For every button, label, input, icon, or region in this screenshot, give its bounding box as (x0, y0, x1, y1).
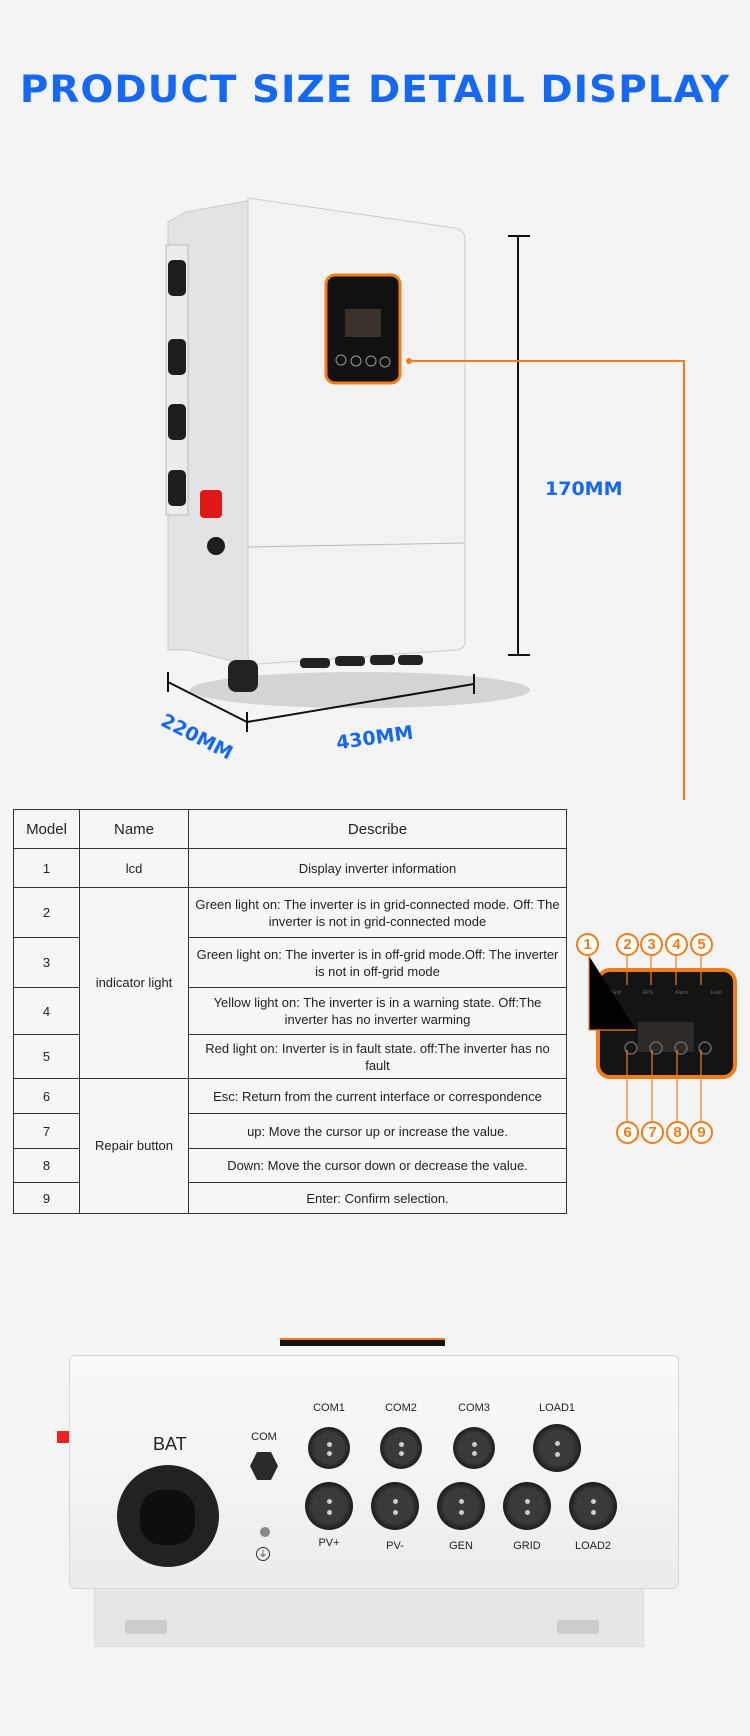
callout-6: 6 (616, 1121, 639, 1144)
height-dimension: 170MM (545, 478, 623, 500)
port-label-pv-plus: PV+ (318, 1537, 340, 1549)
top-lcd-edge (280, 1338, 445, 1346)
ground-icon: ⏚ (256, 1547, 270, 1561)
port-label-grid: GRID (513, 1540, 541, 1552)
cell-describe: Esc: Return from the current interface o… (188, 1078, 567, 1114)
port-label-gen: GEN (449, 1540, 473, 1552)
header-name: Name (79, 809, 189, 849)
cell-describe: Yellow light on: The inverter is in a wa… (188, 987, 567, 1035)
table-row: 8 Down: Move the cursor down or decrease … (13, 1148, 567, 1183)
port-label-com1: COM1 (313, 1402, 345, 1414)
cell-model: 4 (13, 987, 80, 1035)
cell-model: 1 (13, 848, 80, 888)
com1-port (308, 1427, 350, 1469)
lcd-screen (638, 1022, 694, 1052)
indicator-alarm: Alarm (675, 990, 689, 996)
header-describe: Describe (188, 809, 567, 849)
cell-model: 5 (13, 1034, 80, 1079)
pv-plus-port (305, 1482, 353, 1530)
cell-name: lcd (79, 848, 189, 888)
header-model: Model (13, 809, 80, 849)
port-label-load2: LOAD2 (574, 1540, 612, 1552)
switch-edge (57, 1431, 69, 1443)
callout-3: 3 (640, 933, 663, 956)
com3-port (453, 1427, 495, 1469)
cell-describe: Display inverter information (188, 848, 567, 888)
cell-describe: Red light on: Inverter is in fault state… (188, 1034, 567, 1079)
cell-describe: up: Move the cursor up or increase the v… (188, 1113, 567, 1149)
inverter-illustration (165, 197, 685, 800)
bat-port-opening (140, 1490, 195, 1545)
cell-model: 2 (13, 887, 80, 938)
load2-port (569, 1482, 617, 1530)
callout-9: 9 (690, 1121, 713, 1144)
ground-point (258, 1525, 272, 1539)
cell-model: 6 (13, 1078, 80, 1114)
load1-port (533, 1424, 581, 1472)
bottom-cover (94, 1585, 644, 1647)
callout-5: 5 (690, 933, 713, 956)
table-row: 7 up: Move the cursor up or increase the … (13, 1113, 567, 1149)
cell-model: 8 (13, 1148, 80, 1183)
cell-describe: Green light on: The inverter is in grid-… (188, 887, 567, 938)
port-label-com2: COM2 (385, 1402, 417, 1414)
callout-4: 4 (665, 933, 688, 956)
cell-model: 7 (13, 1113, 80, 1149)
grid-port (503, 1482, 551, 1530)
callout-8: 8 (666, 1121, 689, 1144)
cell-name: Repair button (79, 1078, 189, 1214)
gen-port (437, 1482, 485, 1530)
mounting-foot (125, 1620, 167, 1634)
cell-describe: Green light on: The inverter is in off-g… (188, 937, 567, 988)
callout-2: 2 (616, 933, 639, 956)
port-label-com: COM (251, 1431, 277, 1443)
indicator-fault: Fault (710, 990, 722, 996)
mounting-foot (557, 1620, 599, 1634)
port-label-load1: LOAD1 (538, 1402, 576, 1414)
port-label-bat: BAT (153, 1434, 187, 1454)
indicator-eps: EPS (642, 990, 653, 996)
callout-7: 7 (641, 1121, 664, 1144)
page-title: PRODUCT SIZE DETAIL DISPLAY (19, 68, 731, 111)
cell-model: 9 (13, 1182, 80, 1214)
callout-1: 1 (576, 933, 599, 956)
table-row: 9 Enter: Confirm selection. (13, 1182, 567, 1214)
port-label-com3: COM3 (458, 1402, 490, 1414)
cell-describe: Down: Move the cursor down or decrease t… (188, 1148, 567, 1183)
port-label-pv-minus: PV- (386, 1540, 404, 1552)
cell-name: indicator light (79, 887, 189, 1079)
table-row: 5 Red light on: Inverter is in fault stat… (13, 1034, 567, 1079)
com2-port (380, 1427, 422, 1469)
indicator-grid: Grid (611, 990, 621, 996)
cell-describe: Enter: Confirm selection. (188, 1182, 567, 1214)
pv-minus-port (371, 1482, 419, 1530)
table-row: 4 Yellow light on: The inverter is in a w… (13, 987, 567, 1035)
cell-model: 3 (13, 937, 80, 988)
